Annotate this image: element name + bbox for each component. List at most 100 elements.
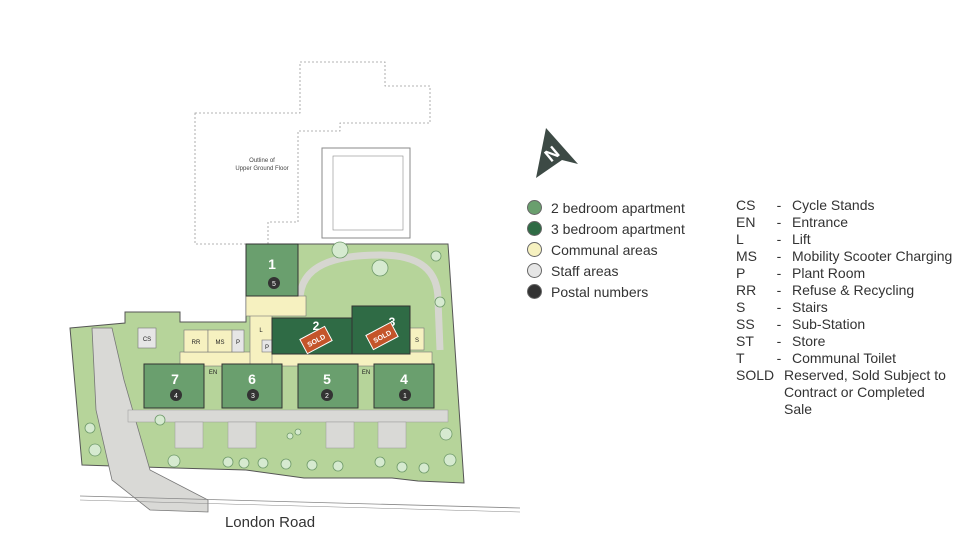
key-abbr: CS (736, 197, 756, 213)
key-text: Refuse & Recycling (792, 282, 915, 298)
key-abbr: ST (736, 333, 754, 349)
key-row-s: S-Stairs (736, 299, 960, 316)
apartment-2-number: 2 (313, 319, 320, 333)
key-row-ms: MS-Mobility Scooter Charging (736, 248, 960, 265)
legend-item-communal: Communal areas (527, 239, 685, 260)
key-text: Reserved, Sold Subject to Contract or Co… (784, 367, 946, 417)
key-row-p: P-Plant Room (736, 265, 960, 282)
label-en-2: EN (362, 370, 370, 376)
apartment-3-number: 3 (389, 315, 396, 329)
key-abbr: T (736, 350, 745, 366)
upper-floor-outline (194, 61, 431, 245)
legend: 2 bedroom apartment 3 bedroom apartment … (527, 197, 685, 302)
legend-label-2-bed: 2 bedroom apartment (551, 199, 685, 216)
postal-dot-4 (399, 389, 411, 401)
key-abbr: P (736, 265, 746, 281)
postal-number-6: 3 (251, 393, 255, 400)
postal-dot-5 (321, 389, 333, 401)
key-text: Store (792, 333, 826, 349)
postal-number-7: 4 (174, 393, 178, 400)
key-text: Mobility Scooter Charging (792, 248, 953, 264)
key-row-st: ST-Store (736, 333, 960, 350)
postal-dot-1 (268, 277, 280, 289)
label-l: L (259, 328, 263, 334)
legend-item-2-bed: 2 bedroom apartment (527, 197, 685, 218)
postal-dot-6 (247, 389, 259, 401)
sold-badge-apartment-2: SOLD (299, 325, 333, 355)
apartment-7-number: 7 (171, 371, 179, 387)
legend-label-3-bed: 3 bedroom apartment (551, 220, 685, 237)
label-p2: P (265, 345, 269, 351)
outline-label-line2: Upper Ground Floor (235, 166, 288, 172)
key-abbr: MS (736, 248, 757, 264)
label-rr: RR (192, 340, 201, 346)
key-text: Lift (792, 231, 811, 247)
legend-swatch-communal (527, 242, 542, 257)
legend-swatch-2-bed (527, 200, 542, 215)
legend-label-postal: Postal numbers (551, 283, 649, 300)
parking-3 (325, 421, 355, 449)
key-text: Entrance (792, 214, 849, 230)
key-abbr: SS (736, 316, 755, 332)
key-abbr: S (736, 299, 746, 315)
key-text: Sub-Station (792, 316, 866, 332)
apartment-7-block[interactable] (143, 363, 205, 409)
upper-terrace (321, 147, 411, 239)
key-text: Stairs (792, 299, 828, 315)
key-row-cs: CS-Cycle Stands (736, 197, 960, 214)
label-p1: P (236, 340, 240, 346)
legend-swatch-staff (527, 263, 542, 278)
apartment-4-number: 4 (400, 371, 408, 387)
key-row-rr: RR-Refuse & Recycling (736, 282, 960, 299)
key-abbr: EN (736, 214, 756, 230)
key-row-ss: SS-Sub-Station (736, 316, 960, 333)
legend-item-3-bed: 3 bedroom apartment (527, 218, 685, 239)
upper-terrace-inner (332, 155, 404, 231)
road-name: London Road (225, 514, 315, 531)
outline-label-line1: Outline of (249, 158, 275, 164)
postal-dot-7 (170, 389, 182, 401)
abbreviation-key: CS-Cycle Stands EN-Entrance L-Lift MS-Mo… (736, 197, 960, 418)
communal-north (245, 295, 307, 317)
postal-number-1: 5 (272, 281, 276, 288)
key-abbr: L (736, 231, 744, 247)
road-edge-top (79, 495, 520, 509)
postal-number-5: 2 (325, 393, 329, 400)
road-edge-bottom (79, 499, 520, 513)
label-s: S (415, 338, 419, 344)
key-text: Cycle Stands (792, 197, 875, 213)
apartment-6-block[interactable] (221, 363, 283, 409)
garden-path (296, 251, 444, 351)
cycle-stand-room (137, 327, 157, 349)
key-row-l: L-Lift (736, 231, 960, 248)
apartment-5-number: 5 (323, 371, 331, 387)
legend-swatch-postal (527, 284, 542, 299)
key-abbr: RR (736, 282, 757, 298)
legend-label-communal: Communal areas (551, 241, 658, 258)
label-cs: CS (143, 337, 151, 343)
legend-item-staff: Staff areas (527, 260, 685, 281)
label-en-1: EN (209, 370, 217, 376)
key-row-t: T-Communal Toilet (736, 350, 960, 367)
postal-number-4: 1 (403, 393, 407, 400)
parking-2 (227, 421, 257, 449)
legend-label-staff: Staff areas (551, 262, 619, 279)
trees (84, 241, 457, 474)
legend-item-postal: Postal numbers (527, 281, 685, 302)
key-text: Plant Room (792, 265, 866, 281)
sold-badge-apartment-3: SOLD (365, 321, 399, 351)
parking-4 (377, 421, 407, 449)
key-text: Communal Toilet (792, 350, 897, 366)
apartment-6-number: 6 (248, 371, 256, 387)
plant-room-1 (231, 329, 245, 353)
label-ms: MS (216, 340, 225, 346)
site-plan-map: Outline of Upper Ground Floor CS RR MS P… (69, 61, 520, 531)
front-walkway (127, 409, 449, 423)
apartment-1-number: 1 (268, 256, 276, 272)
driveway (91, 327, 209, 513)
north-arrow-icon: N (536, 128, 578, 178)
key-row-sold: SOLD-Reserved, Sold Subject to Contract … (736, 367, 960, 418)
key-abbr: SOLD (736, 367, 775, 383)
parking-1 (174, 421, 204, 449)
legend-swatch-3-bed (527, 221, 542, 236)
